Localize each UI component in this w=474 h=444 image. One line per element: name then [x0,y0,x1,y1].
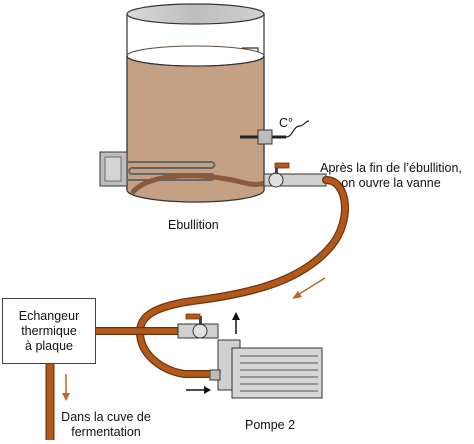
fermenter-flow-arrow-icon [62,374,70,401]
valve-note-line1: Après la fin de l’ébullition, [320,161,462,175]
exchanger-label-line2: thermique [21,323,77,338]
level-mark [242,47,259,52]
exchanger-label-line3: à plaque [25,338,73,353]
boil-label: Ebullition [168,218,219,232]
hose-outline [135,176,349,378]
pump-inlet-arrow-icon [186,386,211,394]
pump-icon [209,339,323,399]
heating-element-icon [99,151,216,187]
dest-line2: fermentation [71,425,141,439]
valve-note: Après la fin de l’ébullition, on ouvre l… [308,161,474,191]
dest-line1: Dans la cuve de [61,410,151,424]
pump-valve-icon[interactable] [177,313,219,339]
boil-kettle [126,3,265,203]
temp-probe-label: C° [279,116,293,130]
hose [137,177,348,377]
pump-outlet-arrow-icon [232,312,240,334]
temperature-probe-icon [240,120,310,145]
pump-label: Pompe 2 [245,418,296,432]
exchanger-label-line1: Echangeur [18,308,80,323]
kettle-rim [126,3,265,25]
flow-arrow-icon [292,277,326,299]
fermenter-destination-note: Dans la cuve de fermentation [54,410,158,440]
heat-exchanger-box: Echangeur thermique à plaque [2,298,96,364]
valve-note-line2: on ouvre la vanne [341,176,441,190]
